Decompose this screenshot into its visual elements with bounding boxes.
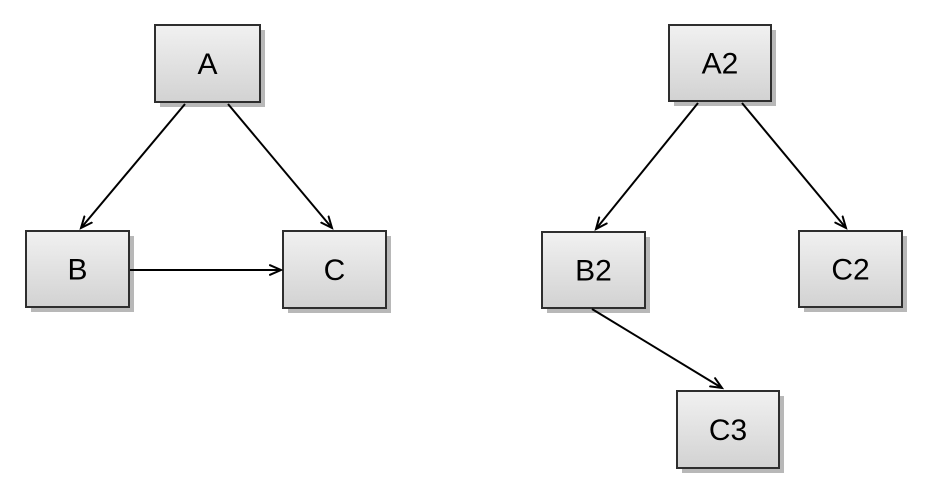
node-box-C3 [676,390,780,469]
node-label-C: C [324,254,346,287]
edge-A2-to-B2 [594,102,699,231]
edge-A2-to-C2 [741,102,848,230]
edge-B2-to-C3 [591,308,725,390]
node-C3: C3 [676,390,784,473]
edges-layer [79,102,848,390]
node-A2: A2 [668,24,776,106]
node-B2: B2 [541,231,650,313]
node-box-A [154,24,261,103]
node-box-C2 [798,230,903,308]
edge-A-to-C [227,103,334,230]
node-A: A [154,24,265,107]
node-box-C [282,230,387,309]
node-label-A: A [197,48,217,81]
node-box-B2 [541,231,646,309]
edge-A-to-B [79,103,186,230]
node-C2: C2 [798,230,907,312]
node-label-B: B [67,254,87,287]
node-label-B2: B2 [575,255,612,288]
node-C: C [282,230,391,313]
node-box-A2 [668,24,772,102]
node-B: B [25,230,134,312]
node-label-C2: C2 [831,254,869,287]
node-label-A2: A2 [702,48,739,81]
node-box-B [25,230,130,308]
node-label-C3: C3 [709,414,747,447]
